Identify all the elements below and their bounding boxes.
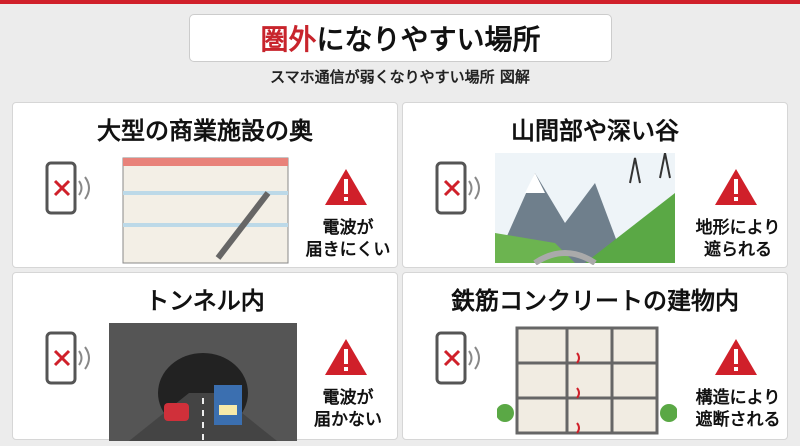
warning-triangle-icon bbox=[715, 339, 757, 375]
panel-shopping-mall: 大型の商業施設の奥 電波が届きにくい bbox=[12, 102, 398, 268]
note-line: 電波が bbox=[322, 388, 374, 408]
phone-no-signal-icon bbox=[45, 161, 90, 215]
note-line: 遮断される bbox=[695, 410, 781, 430]
top-accent-bar bbox=[0, 0, 800, 4]
note-line: 地形により bbox=[695, 218, 781, 238]
page-subtitle: スマホ通信が弱くなりやすい場所 図解 bbox=[270, 68, 530, 86]
note-line: 届かない bbox=[314, 410, 382, 430]
phone-no-signal-icon bbox=[45, 331, 90, 385]
panel-title: トンネル内 bbox=[145, 287, 265, 315]
panel-note: 電波が届かない bbox=[303, 387, 393, 431]
tunnel-illustration bbox=[109, 323, 297, 441]
panel-title: 大型の商業施設の奥 bbox=[97, 117, 313, 145]
warning-triangle-icon bbox=[325, 169, 367, 205]
page-title: 圏外になりやすい場所 bbox=[189, 14, 612, 62]
phone-no-signal-icon bbox=[435, 161, 480, 215]
note-line: 遮られる bbox=[704, 240, 772, 260]
panel-concrete-building: 鉄筋コンクリートの建物内 構造により遮断される bbox=[402, 272, 788, 440]
warning-triangle-icon bbox=[715, 169, 757, 205]
panel-title: 山間部や深い谷 bbox=[511, 117, 679, 145]
shopping-mall-illustration bbox=[122, 157, 289, 264]
panel-note: 構造により遮断される bbox=[693, 387, 783, 431]
panel-tunnel: トンネル内 電波が届かない bbox=[12, 272, 398, 441]
title-rest: になりやすい場所 bbox=[316, 23, 541, 56]
concrete-building-illustration bbox=[497, 326, 677, 435]
title-highlight: 圏外 bbox=[260, 23, 317, 56]
panel-mountain-valley: 山間部や深い谷 地形により遮られる bbox=[402, 102, 788, 268]
phone-no-signal-icon bbox=[435, 331, 480, 385]
panel-note: 地形により遮られる bbox=[693, 217, 783, 261]
note-line: 電波が bbox=[322, 218, 374, 238]
warning-triangle-icon bbox=[325, 339, 367, 375]
mountain-valley-illustration bbox=[495, 153, 675, 265]
note-line: 届きにくい bbox=[305, 240, 391, 260]
note-line: 構造により bbox=[695, 388, 781, 408]
panel-note: 電波が届きにくい bbox=[303, 217, 393, 261]
panel-title: 鉄筋コンクリートの建物内 bbox=[451, 287, 739, 315]
